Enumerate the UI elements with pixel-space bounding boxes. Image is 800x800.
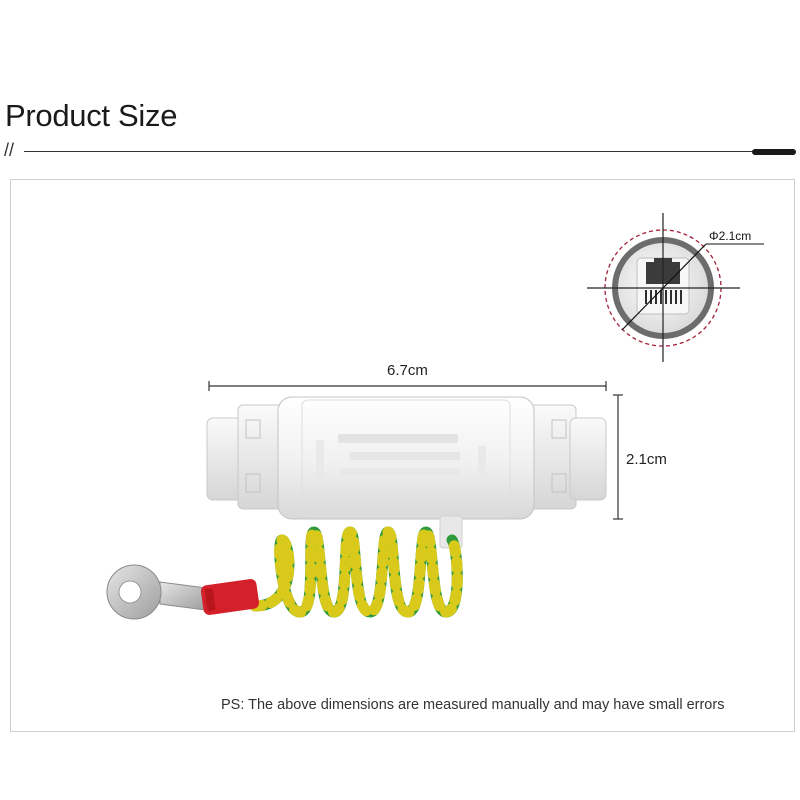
divider-marks: //	[4, 140, 15, 160]
ring-terminal-icon	[106, 564, 260, 620]
left-connector	[206, 404, 287, 510]
measurement-note: PS: The above dimensions are measured ma…	[221, 697, 725, 713]
diameter-label: Φ2.1cm	[709, 229, 752, 243]
length-dimension	[208, 381, 607, 391]
right-connector	[529, 404, 607, 510]
protector-body	[277, 396, 535, 549]
ground-wire-coil	[249, 526, 463, 618]
divider-cap	[752, 149, 796, 155]
divider-line	[24, 151, 754, 152]
page-title: Product Size	[5, 98, 178, 133]
height-dimension	[613, 394, 623, 520]
rj45-port-icon	[587, 213, 764, 362]
length-label: 6.7cm	[387, 362, 428, 379]
height-label: 2.1cm	[626, 451, 667, 468]
